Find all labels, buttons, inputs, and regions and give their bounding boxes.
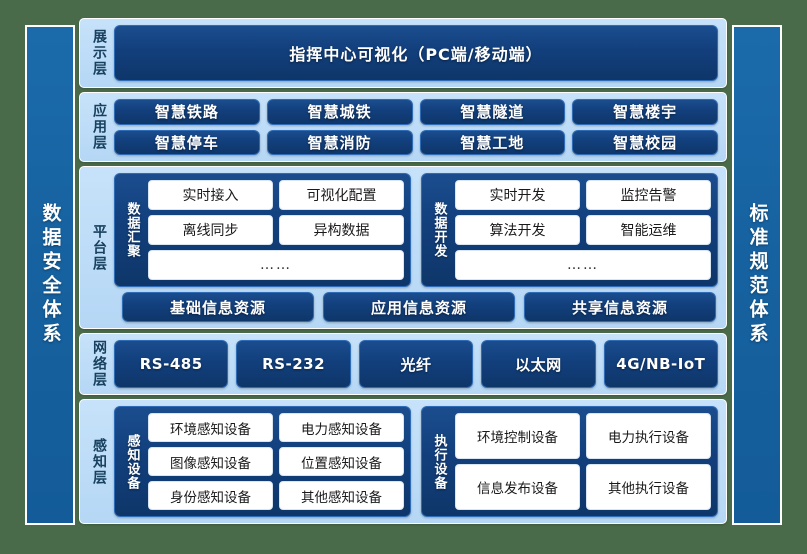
network-item-rs232[interactable]: RS-232 <box>236 340 351 388</box>
display-banner[interactable]: 指挥中心可视化（PC端/移动端） <box>114 25 718 81</box>
layer-display: 展示层 指挥中心可视化（PC端/移动端） <box>79 18 727 88</box>
chip-power-actuator[interactable]: 电力执行设备 <box>586 413 711 459</box>
chip-heterogeneous-data[interactable]: 异构数据 <box>279 215 404 245</box>
aggregation-row-1: 实时接入 可视化配置 <box>148 180 404 210</box>
chip-image-sensor[interactable]: 图像感知设备 <box>148 447 273 476</box>
layer-display-label-wrap: 展示层 <box>84 25 114 81</box>
app-item-smart-campus[interactable]: 智慧校园 <box>572 129 718 155</box>
development-row-3: …… <box>455 250 711 280</box>
left-pillar-data-security: 数据安全体系 <box>25 25 75 525</box>
layer-stack: 展示层 指挥中心可视化（PC端/移动端） 应用层 智慧铁路 智慧城铁 智慧隧道 … <box>79 18 727 540</box>
network-item-4g-nbiot[interactable]: 4G/NB-IoT <box>603 340 719 388</box>
group-actuator-devices-title-wrap: 执行设备 <box>428 413 450 510</box>
chip-info-publishing[interactable]: 信息发布设备 <box>455 464 580 510</box>
layer-platform: 平台层 数据汇聚 实时接入 可视化配置 <box>79 166 727 329</box>
group-data-development: 数据开发 实时开发 监控告警 算法开发 智能运维 <box>421 173 718 287</box>
group-actuator-devices-title: 执行设备 <box>431 433 447 490</box>
group-sensing-devices: 感知设备 环境感知设备 电力感知设备 图像感知设备 位置感知设备 <box>114 406 411 517</box>
group-data-development-title: 数据开发 <box>431 202 447 258</box>
layer-network: 网络层 RS-485 RS-232 光纤 以太网 4G/NB-IoT <box>79 333 727 395</box>
chip-other-actuator[interactable]: 其他执行设备 <box>586 464 711 510</box>
platform-groups: 数据汇聚 实时接入 可视化配置 离线同步 异构数据 <box>114 173 718 287</box>
actuator-row-1: 环境控制设备 电力执行设备 <box>455 413 711 459</box>
group-actuator-devices-grid: 环境控制设备 电力执行设备 信息发布设备 其他执行设备 <box>455 413 711 510</box>
layer-network-label-wrap: 网络层 <box>84 340 114 388</box>
layer-display-body: 指挥中心可视化（PC端/移动端） <box>114 25 718 81</box>
left-pillar-label: 数据安全体系 <box>39 203 62 347</box>
group-data-aggregation-title-wrap: 数据汇聚 <box>121 180 143 280</box>
group-data-aggregation: 数据汇聚 实时接入 可视化配置 离线同步 异构数据 <box>114 173 411 287</box>
app-item-smart-tunnel[interactable]: 智慧隧道 <box>419 99 566 125</box>
chip-visual-config[interactable]: 可视化配置 <box>279 180 404 210</box>
app-item-smart-building[interactable]: 智慧楼宇 <box>572 99 718 125</box>
right-pillar-standards: 标准规范体系 <box>732 25 782 525</box>
network-item-fiber[interactable]: 光纤 <box>358 340 474 388</box>
chip-other-sensor[interactable]: 其他感知设备 <box>279 481 404 510</box>
chip-environment-control[interactable]: 环境控制设备 <box>455 413 580 459</box>
layer-application-label-wrap: 应用层 <box>84 99 114 155</box>
chip-development-more[interactable]: …… <box>455 250 711 280</box>
aggregation-row-2: 离线同步 异构数据 <box>148 215 404 245</box>
chip-realtime-ingest[interactable]: 实时接入 <box>148 180 273 210</box>
resource-basic-info[interactable]: 基础信息资源 <box>122 292 314 322</box>
app-item-smart-firefighting[interactable]: 智慧消防 <box>266 129 413 155</box>
network-items: RS-485 RS-232 光纤 以太网 4G/NB-IoT <box>114 340 719 388</box>
layer-perception-body: 感知设备 环境感知设备 电力感知设备 图像感知设备 位置感知设备 <box>114 406 718 517</box>
group-data-development-grid: 实时开发 监控告警 算法开发 智能运维 …… <box>455 180 711 280</box>
app-item-smart-metro[interactable]: 智慧城铁 <box>266 99 413 125</box>
resource-application-info[interactable]: 应用信息资源 <box>323 292 515 322</box>
chip-environment-sensor[interactable]: 环境感知设备 <box>148 413 273 442</box>
group-actuator-devices: 执行设备 环境控制设备 电力执行设备 信息发布设备 其他执行设备 <box>421 406 718 517</box>
layer-network-label: 网络层 <box>91 340 107 388</box>
chip-identity-sensor[interactable]: 身份感知设备 <box>148 481 273 510</box>
platform-resources: 基础信息资源 应用信息资源 共享信息资源 <box>114 292 718 322</box>
app-item-smart-parking[interactable]: 智慧停车 <box>114 129 260 155</box>
layer-application-body: 智慧铁路 智慧城铁 智慧隧道 智慧楼宇 智慧停车 智慧消防 智慧工地 智慧校园 <box>114 99 718 155</box>
network-item-ethernet[interactable]: 以太网 <box>481 340 596 388</box>
group-data-aggregation-grid: 实时接入 可视化配置 离线同步 异构数据 …… <box>148 180 404 280</box>
application-row-1: 智慧铁路 智慧城铁 智慧隧道 智慧楼宇 <box>114 99 718 125</box>
chip-offline-sync[interactable]: 离线同步 <box>148 215 273 245</box>
sensing-row-3: 身份感知设备 其他感知设备 <box>148 481 404 510</box>
actuator-row-2: 信息发布设备 其他执行设备 <box>455 464 711 510</box>
app-item-smart-construction[interactable]: 智慧工地 <box>419 129 566 155</box>
chip-location-sensor[interactable]: 位置感知设备 <box>279 447 404 476</box>
layer-platform-body: 数据汇聚 实时接入 可视化配置 离线同步 异构数据 <box>114 173 718 322</box>
group-sensing-devices-grid: 环境感知设备 电力感知设备 图像感知设备 位置感知设备 身份感知设备 其他感知设… <box>148 413 404 510</box>
resource-shared-info[interactable]: 共享信息资源 <box>524 292 716 322</box>
perception-groups: 感知设备 环境感知设备 电力感知设备 图像感知设备 位置感知设备 <box>114 406 718 517</box>
layer-platform-label: 平台层 <box>91 223 107 272</box>
app-item-smart-railway[interactable]: 智慧铁路 <box>114 99 260 125</box>
network-item-rs485[interactable]: RS-485 <box>114 340 229 388</box>
aggregation-row-3: …… <box>148 250 404 280</box>
layer-application: 应用层 智慧铁路 智慧城铁 智慧隧道 智慧楼宇 智慧停车 智慧消防 智慧工地 智… <box>79 92 727 162</box>
layer-perception-label-wrap: 感知层 <box>84 406 114 517</box>
chip-power-sensor[interactable]: 电力感知设备 <box>279 413 404 442</box>
chip-monitoring-alarm[interactable]: 监控告警 <box>586 180 711 210</box>
layer-application-label: 应用层 <box>91 103 107 151</box>
chip-aggregation-more[interactable]: …… <box>148 250 404 280</box>
development-row-2: 算法开发 智能运维 <box>455 215 711 245</box>
layer-platform-label-wrap: 平台层 <box>84 173 114 322</box>
chip-realtime-development[interactable]: 实时开发 <box>455 180 580 210</box>
sensing-row-1: 环境感知设备 电力感知设备 <box>148 413 404 442</box>
right-pillar-label: 标准规范体系 <box>746 203 769 347</box>
group-sensing-devices-title: 感知设备 <box>124 433 140 490</box>
chip-algorithm-development[interactable]: 算法开发 <box>455 215 580 245</box>
sensing-row-2: 图像感知设备 位置感知设备 <box>148 447 404 476</box>
layer-perception-label: 感知层 <box>91 437 107 486</box>
group-data-development-title-wrap: 数据开发 <box>428 180 450 280</box>
development-row-1: 实时开发 监控告警 <box>455 180 711 210</box>
chip-intelligent-ops[interactable]: 智能运维 <box>586 215 711 245</box>
application-row-2: 智慧停车 智慧消防 智慧工地 智慧校园 <box>114 129 718 155</box>
layer-perception: 感知层 感知设备 环境感知设备 电力感知设备 <box>79 399 727 524</box>
group-data-aggregation-title: 数据汇聚 <box>124 202 140 258</box>
layer-network-body: RS-485 RS-232 光纤 以太网 4G/NB-IoT <box>114 340 719 388</box>
group-sensing-devices-title-wrap: 感知设备 <box>121 413 143 510</box>
layer-display-label: 展示层 <box>91 29 107 77</box>
